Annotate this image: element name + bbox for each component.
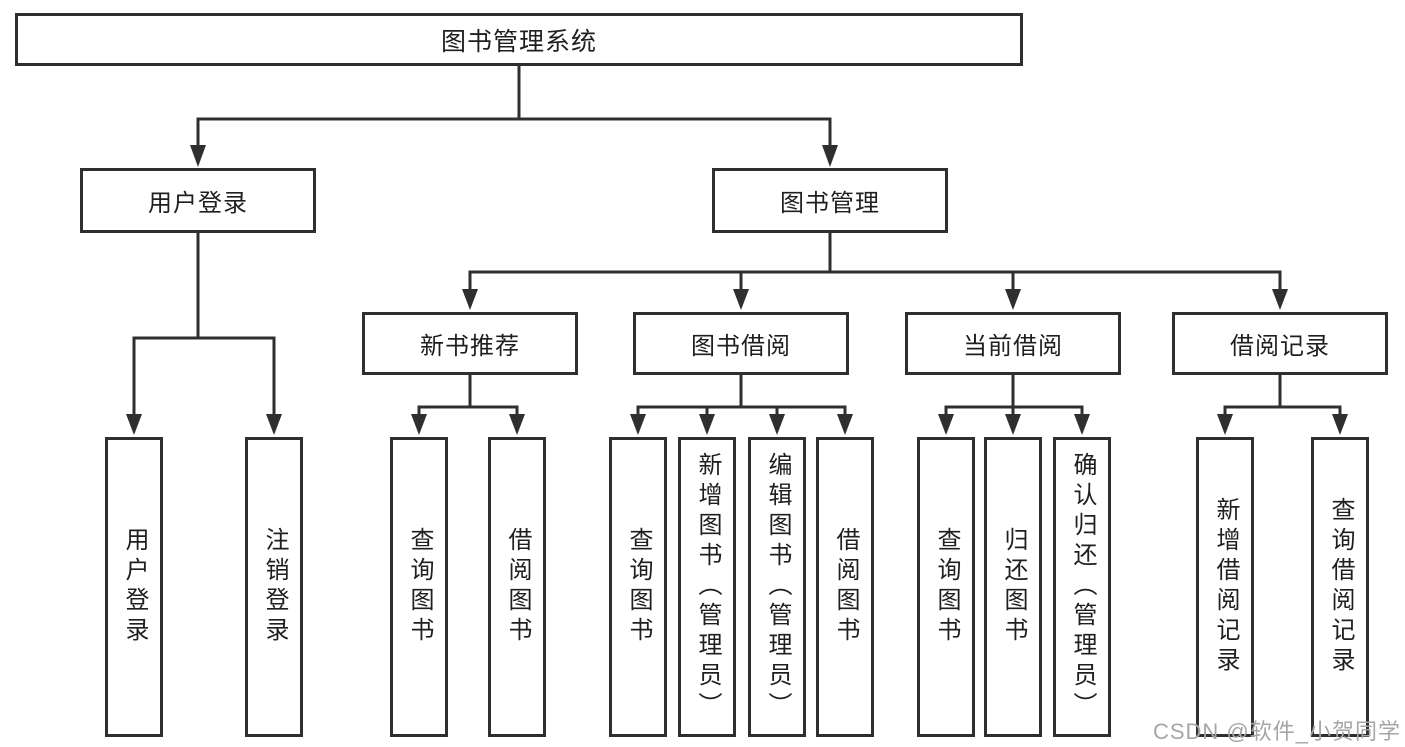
leaf-return-book: 归还图书 [984,437,1042,737]
leaf-query-book: 查询图书 [609,437,667,737]
node-new-book-recommend: 新书推荐 [362,312,578,375]
arrow-down-icon [1272,289,1288,310]
leaf-label: 新增图书（管理员） [694,452,721,722]
arrow-down-icon [462,289,478,310]
leaf-borrow-book: 借阅图书 [488,437,546,737]
branch-current-borrow [938,373,1090,435]
arrow-down-icon [190,145,206,167]
leaf-borrow-book: 借阅图书 [816,437,874,737]
arrow-down-icon [1332,414,1348,435]
leaf-label: 查询借阅记录 [1327,497,1354,677]
node-current-borrow: 当前借阅 [905,312,1121,375]
arrow-down-icon [938,414,954,435]
arrow-down-icon [1217,414,1233,435]
leaf-add-borrow-record: 新增借阅记录 [1196,437,1254,737]
node-label: 图书管理 [780,190,880,217]
leaf-edit-book-admin: 编辑图书（管理员） [748,437,806,737]
node-book-management: 图书管理 [712,168,948,233]
leaf-label: 查询图书 [406,527,433,647]
arrow-down-icon [837,414,853,435]
branch-book-borrow [630,373,853,435]
leaf-confirm-return-admin: 确认归还（管理员） [1053,437,1111,737]
leaf-query-book: 查询图书 [390,437,448,737]
node-label: 借阅记录 [1230,333,1330,360]
leaf-label: 查询图书 [933,527,960,647]
node-user-login: 用户登录 [80,168,316,233]
node-label: 图书管理系统 [440,27,597,56]
branch-root [190,64,838,167]
arrow-down-icon [411,414,427,435]
node-label: 用户登录 [148,190,248,217]
leaf-query-book: 查询图书 [917,437,975,737]
node-label: 当前借阅 [963,333,1063,360]
arrow-down-icon [733,289,749,310]
arrow-down-icon [1005,414,1021,435]
leaf-label: 查询图书 [625,527,652,647]
arrow-down-icon [1074,414,1090,435]
node-label: 新书推荐 [420,333,520,360]
leaf-label: 注销登录 [261,527,288,647]
leaf-label: 借阅图书 [832,527,859,647]
arrow-down-icon [266,414,282,435]
arrow-down-icon [769,414,785,435]
branch-new-book [411,373,525,435]
csdn-watermark: CSDN @软件_小贺同学 [1152,719,1401,744]
node-system-root: 图书管理系统 [15,13,1023,66]
arrow-down-icon [126,414,142,435]
arrow-down-icon [509,414,525,435]
leaf-query-borrow-record: 查询借阅记录 [1311,437,1369,737]
node-label: 图书借阅 [691,333,791,360]
arrow-down-icon [630,414,646,435]
leaf-label: 归还图书 [1000,527,1027,647]
arrow-down-icon [699,414,715,435]
leaf-user-login: 用户登录 [105,437,163,737]
leaf-label: 编辑图书（管理员） [764,452,791,722]
branch-user-login [126,231,282,435]
leaf-logout: 注销登录 [245,437,303,737]
branch-book-management [462,231,1288,310]
leaf-label: 确认归还（管理员） [1069,452,1096,722]
node-book-borrow: 图书借阅 [633,312,849,375]
arrow-down-icon [1005,289,1021,310]
leaf-label: 用户登录 [121,527,148,647]
leaf-label: 借阅图书 [504,527,531,647]
node-borrow-records: 借阅记录 [1172,312,1388,375]
leaf-add-book-admin: 新增图书（管理员） [678,437,736,737]
leaf-label: 新增借阅记录 [1212,497,1239,677]
arrow-down-icon [822,145,838,167]
branch-borrow-records [1217,373,1348,435]
